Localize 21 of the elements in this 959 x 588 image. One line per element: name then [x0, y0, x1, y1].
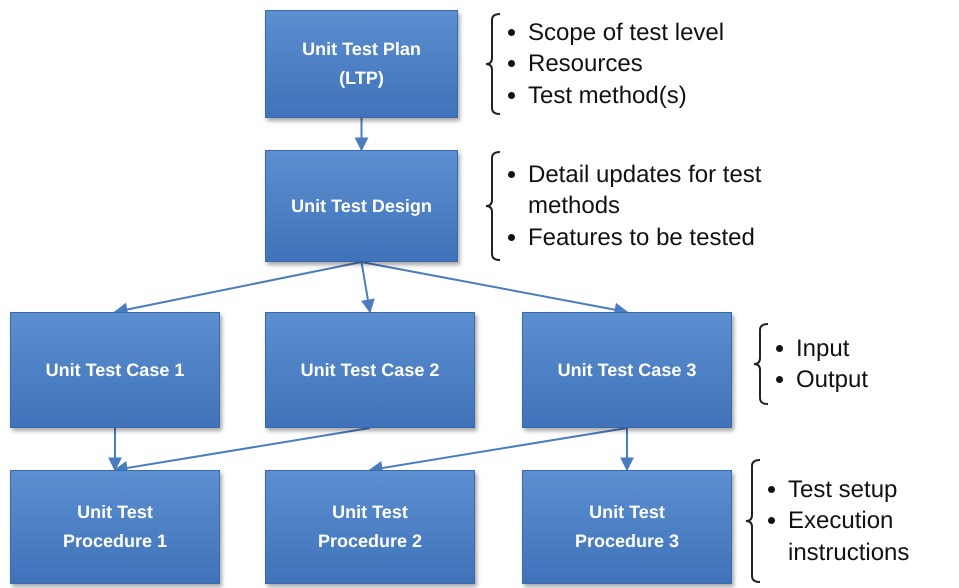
- arrow: [360, 262, 375, 314]
- bullet-text: Scope of test level: [528, 19, 724, 46]
- process-box: Unit Test Procedure 3: [522, 470, 732, 584]
- process-box: Unit Test Plan (LTP): [265, 10, 458, 118]
- process-box: Unit Test Procedure 2: [265, 470, 475, 584]
- bullet-text: Features to be tested: [528, 224, 755, 251]
- process-box: Unit Test Design: [265, 150, 458, 262]
- bullet-text: Test setup: [788, 476, 898, 504]
- process-box: Unit Test Procedure 1: [10, 470, 220, 584]
- arrow: [354, 118, 368, 152]
- arrow: [620, 428, 634, 472]
- process-box: Unit Test Case 1: [10, 312, 220, 428]
- process-box: Unit Test Case 2: [265, 312, 475, 428]
- process-box: Unit Test Case 3: [522, 312, 732, 428]
- bullet-text: Input: [796, 334, 850, 362]
- bullet-text: Execution instructions: [788, 507, 910, 566]
- bullet-text: Resources: [528, 50, 643, 78]
- bullet-text: Test method(s): [528, 82, 687, 109]
- bullet-text: Output: [796, 366, 868, 393]
- arrow: [108, 428, 122, 472]
- bullet-text: Detail updates for test methods: [528, 161, 762, 220]
